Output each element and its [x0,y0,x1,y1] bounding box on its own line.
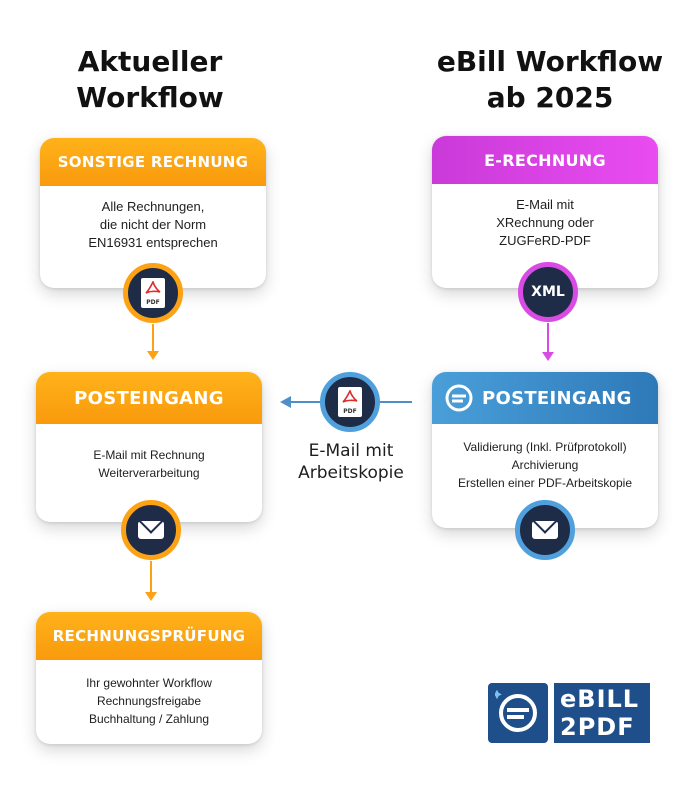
rechnungspruefung-line-1: Ihr gewohnter Workflow [86,676,212,690]
e-rechnung-header: E-RECHNUNG [432,136,658,184]
posteingang-left-line-2: Weiterverarbeitung [98,466,200,480]
posteingang-right-line-3: Erstellen einer PDF-Arbeitskopie [457,476,633,490]
right-title-line2: ab 2025 [486,81,614,114]
xml-icon-circle: XML [518,262,578,322]
ebill-e-icon [445,384,473,412]
mail-icon [532,521,558,539]
e-rechnung-line-2: XRechnung oder [496,215,594,230]
sonstige-rechnung-body: Alle Rechnungen, die nicht der Norm EN16… [40,186,266,252]
pdf-icon-label-middle: PDF [343,408,357,415]
sonstige-rechnung-title: SONSTIGE RECHNUNG [57,153,249,171]
ebill-logo-mark-icon [488,683,548,743]
sonstige-rechnung-card: SONSTIGE RECHNUNG Alle Rechnungen, die n… [40,138,266,288]
rechnungspruefung-body: Ihr gewohnter Workflow Rechnungsfreigabe… [36,660,262,728]
mail-icon [138,521,164,539]
posteingang-right-title: POSTEINGANG [482,387,632,409]
posteingang-left-header: POSTEINGANG [36,372,262,424]
sonstige-rechnung-header: SONSTIGE RECHNUNG [40,138,266,186]
posteingang-right-line-2: Archivierung [511,458,579,472]
rechnungspruefung-header: RECHNUNGSPRÜFUNG [36,612,262,660]
sonstige-line-1: Alle Rechnungen, [101,199,205,214]
posteingang-right-card: POSTEINGANG Validierung (Inkl. Prüfproto… [432,372,658,528]
left-title-line1: Aktueller [77,45,223,78]
left-title-line2: Workflow [76,81,224,114]
mail-icon-circle-left [121,500,181,560]
caption-line-1: E-Mail mit [308,441,394,461]
xml-icon: XML [531,284,565,300]
e-rechnung-line-3: ZUGFeRD-PDF [499,233,591,248]
e-rechnung-body: E-Mail mit XRechnung oder ZUGFeRD-PDF [432,184,658,250]
posteingang-left-card: POSTEINGANG E-Mail mit Rechnung Weiterve… [36,372,262,522]
logo-line-1: eBILL [560,685,640,713]
posteingang-left-title: POSTEINGANG [74,387,224,409]
pdf-icon-circle-left: PDF [123,263,183,323]
pdf-icon: PDF [141,278,165,308]
right-column-title: eBill Workflow ab 2025 [430,44,670,116]
e-rechnung-title: E-RECHNUNG [484,150,606,170]
caption-line-2: Arbeitskopie [298,463,404,483]
arrow-down-right [542,323,554,361]
logo-line-2: 2PDF [560,713,635,741]
mail-icon-circle-right [515,500,575,560]
arrow-down-left-2 [145,561,157,601]
arrow-down-left-1 [147,324,159,360]
pdf-icon-label: PDF [146,299,160,306]
pdf-icon: PDF [338,387,362,417]
posteingang-left-line-1: E-Mail mit Rechnung [93,448,205,462]
sonstige-line-2: die nicht der Norm [99,217,207,232]
rechnungspruefung-title: RECHNUNGSPRÜFUNG [52,627,246,645]
pdf-icon-circle-middle: PDF [320,372,380,432]
posteingang-right-line-1: Validierung (Inkl. Prüfprotokoll) [463,440,627,454]
rechnungspruefung-card: RECHNUNGSPRÜFUNG Ihr gewohnter Workflow … [36,612,262,744]
posteingang-left-body: E-Mail mit Rechnung Weiterverarbeitung [36,424,262,482]
arbeitskopie-caption: E-Mail mit Arbeitskopie [276,440,426,484]
sonstige-line-3: EN16931 entsprechen [88,235,218,250]
ebill2pdf-logo: eBILL 2PDF [488,682,656,744]
right-title-line1: eBill Workflow [436,45,664,78]
posteingang-right-body: Validierung (Inkl. Prüfprotokoll) Archiv… [432,424,658,492]
rechnungspruefung-line-2: Rechnungsfreigabe [96,694,202,708]
ebill2pdf-wordmark: eBILL 2PDF [554,683,650,743]
posteingang-right-header: POSTEINGANG [432,372,658,424]
rechnungspruefung-line-3: Buchhaltung / Zahlung [88,712,210,726]
e-rechnung-card: E-RECHNUNG E-Mail mit XRechnung oder ZUG… [432,136,658,288]
left-column-title: Aktueller Workflow [60,44,240,116]
e-rechnung-line-1: E-Mail mit [516,197,574,212]
